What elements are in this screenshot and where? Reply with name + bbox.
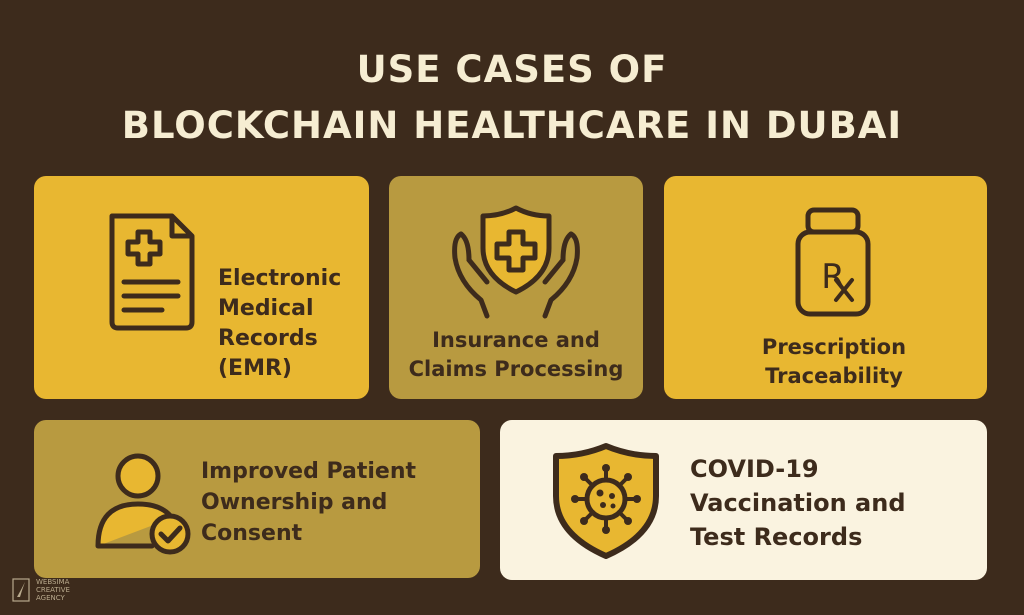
card-covid: COVID-19 Vaccination and Test Records bbox=[500, 420, 987, 580]
title-line-2: BLOCKCHAIN HEALTHCARE IN DUBAI bbox=[121, 104, 903, 147]
prescription-bottle-icon: R bbox=[795, 207, 871, 317]
websima-logo: WEBSIMA CREATIVE AGENCY bbox=[12, 578, 70, 602]
websima-feather-icon bbox=[12, 578, 30, 602]
logo-tagline-2: AGENCY bbox=[36, 594, 65, 602]
card-prescription: R Prescription Traceability bbox=[664, 176, 987, 399]
card-emr-label: Electronic Medical Records (EMR) bbox=[218, 266, 342, 381]
svg-text:R: R bbox=[821, 257, 845, 297]
logo-tagline-1: CREATIVE bbox=[36, 586, 70, 594]
card-insurance-label: Insurance and Claims Processing bbox=[408, 328, 624, 381]
card-prescription-label: Prescription Traceability bbox=[761, 335, 907, 388]
card-covid-label: COVID-19 Vaccination and Test Records bbox=[690, 455, 906, 551]
card-patient-consent: Improved Patient Ownership and Consent bbox=[34, 420, 480, 578]
title-line-1: USE CASES OF bbox=[356, 48, 668, 91]
card-emr: Electronic Medical Records (EMR) bbox=[34, 176, 369, 399]
shield-hands-icon bbox=[452, 205, 580, 319]
patient-consent-icon bbox=[95, 453, 191, 555]
page-title: USE CASES OF BLOCKCHAIN HEALTHCARE IN DU… bbox=[0, 42, 1024, 154]
logo-name: WEBSIMA bbox=[36, 578, 70, 586]
virus-shield-icon bbox=[553, 443, 659, 559]
card-patient-label: Improved Patient Ownership and Consent bbox=[201, 459, 417, 546]
medical-record-icon bbox=[109, 213, 195, 331]
card-insurance: Insurance and Claims Processing bbox=[389, 176, 643, 399]
